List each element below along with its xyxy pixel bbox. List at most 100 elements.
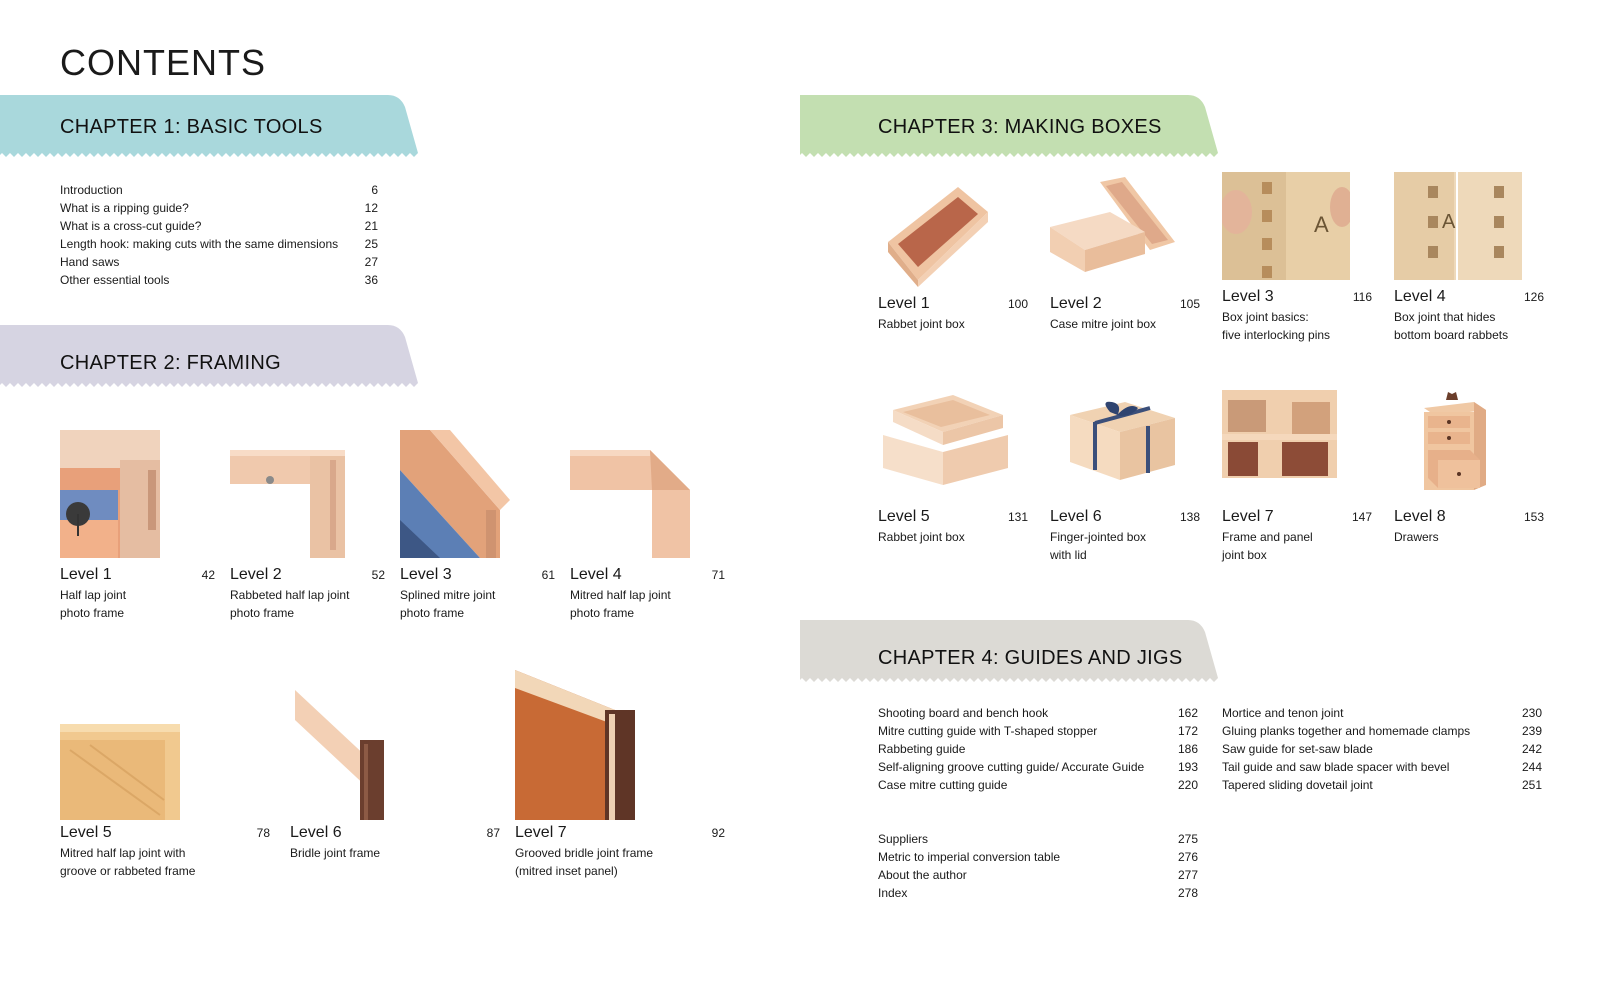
toc-page: 162 <box>1177 706 1198 720</box>
toc-page: 186 <box>1177 742 1198 756</box>
toc-page: 244 <box>1521 760 1542 774</box>
toc-label: What is a cross-cut guide? <box>60 219 202 233</box>
level-label: Level 4 <box>1394 288 1446 305</box>
boxes-level-5[interactable]: Level 5 131 Rabbet joint box <box>878 390 1028 546</box>
framing-level-6[interactable]: Level 6 87 Bridle joint frame <box>290 690 500 862</box>
level-description: Splined mitre joint photo frame <box>400 588 496 620</box>
toc-row[interactable]: Length hook: making cuts with the same d… <box>60 235 378 253</box>
toc-label: Case mitre cutting guide <box>878 778 1008 792</box>
toc-label: Saw guide for set-saw blade <box>1222 742 1373 756</box>
toc-page: 242 <box>1521 742 1542 756</box>
level-page: 87 <box>486 826 500 840</box>
level-label: Level 3 <box>1222 288 1274 305</box>
chapter-2-banner: CHAPTER 2: FRAMING <box>0 325 420 393</box>
chapter-3-banner: CHAPTER 3: MAKING BOXES <box>800 95 1220 163</box>
svg-text:A: A <box>1442 211 1456 233</box>
level-label: Level 7 <box>515 824 567 841</box>
chapter-1-title: CHAPTER 1: BASIC TOOLS <box>60 115 323 138</box>
toc-row[interactable]: What is a cross-cut guide? 21 <box>60 217 378 235</box>
chapter-1-toc: Introduction 6 What is a ripping guide?12… <box>60 181 378 289</box>
toc-page: 275 <box>1177 832 1198 846</box>
level-page: 138 <box>1179 510 1200 524</box>
level-label: Level 6 <box>290 824 342 841</box>
level-page: 147 <box>1351 510 1372 524</box>
toc-row[interactable]: Rabbeting guide 186 <box>878 740 1198 758</box>
level-description: Box joint that hides bottom board rabbet… <box>1394 310 1509 342</box>
toc-label: About the author <box>878 868 967 882</box>
level-label: Level 5 <box>60 824 112 841</box>
banner-shape <box>800 620 1218 682</box>
toc-label: Introduction <box>60 183 123 197</box>
level-page: 100 <box>1007 297 1028 311</box>
level-description: Rabbet joint box <box>878 530 965 544</box>
toc-page: 277 <box>1177 868 1198 882</box>
level-page: 78 <box>256 826 270 840</box>
level-description: Bridle joint frame <box>290 846 381 860</box>
toc-page: 21 <box>364 219 378 233</box>
level-label: Level 5 <box>878 508 930 525</box>
boxes-level-4[interactable]: A Level 4 126 Box joint that hides bottom… <box>1394 172 1544 344</box>
level-description: Half lap joint photo frame <box>60 588 127 620</box>
hidden-rabbet-box-image: A <box>1394 172 1522 280</box>
toc-page: 6 <box>371 183 378 197</box>
level-description: Rabbet joint box <box>878 317 965 331</box>
toc-row[interactable]: Mitre cutting guide with T-shaped stoppe… <box>878 722 1198 740</box>
level-page: 61 <box>541 568 555 582</box>
banner-shape <box>0 95 418 157</box>
level-page: 131 <box>1007 510 1028 524</box>
level-page: 126 <box>1523 290 1544 304</box>
level-description: Frame and panel joint box <box>1222 530 1313 562</box>
toc-row[interactable]: Introduction 6 <box>60 181 378 199</box>
toc-page: 193 <box>1177 760 1198 774</box>
toc-page: 278 <box>1177 886 1198 900</box>
toc-row[interactable]: Tail guide and saw blade spacer with bev… <box>1222 758 1542 776</box>
toc-row[interactable]: About the author 277 <box>878 866 1198 884</box>
toc-label: Mortice and tenon joint <box>1222 706 1344 720</box>
toc-label: Mitre cutting guide with T-shaped stoppe… <box>878 724 1098 738</box>
toc-row[interactable]: What is a ripping guide?12 <box>60 199 378 217</box>
toc-page: 27 <box>364 255 378 269</box>
toc-label: Length hook: making cuts with the same d… <box>60 237 339 251</box>
drawers-image <box>1394 390 1524 500</box>
chapter-4-banner: CHAPTER 4: GUIDES AND JIGS <box>800 620 1220 688</box>
toc-row[interactable]: Saw guide for set-saw blade 242 <box>1222 740 1542 758</box>
level-page: 153 <box>1523 510 1544 524</box>
toc-row[interactable]: Self-aligning groove cutting guide/ Accu… <box>878 758 1198 776</box>
level-description: Finger-jointed box with lid <box>1050 530 1147 562</box>
toc-label: Rabbeting guide <box>878 742 966 756</box>
banner-shape <box>0 325 418 387</box>
toc-label: Tail guide and saw blade spacer with bev… <box>1222 760 1450 774</box>
level-page: 116 <box>1352 290 1372 304</box>
toc-label: Gluing planks together and homemade clam… <box>1222 724 1471 738</box>
level-page: 105 <box>1179 297 1200 311</box>
frame-photo-image <box>60 430 160 558</box>
toc-page: 12 <box>364 201 378 215</box>
level-label: Level 1 <box>60 566 112 583</box>
toc-row[interactable]: Gluing planks together and homemade clam… <box>1222 722 1542 740</box>
level-label: Level 2 <box>1050 295 1102 312</box>
